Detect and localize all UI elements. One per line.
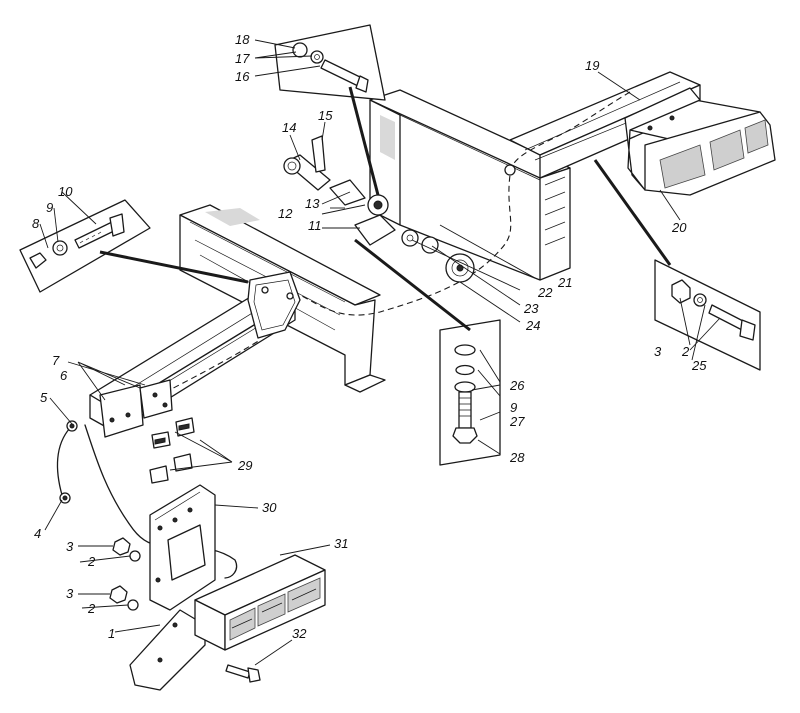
callout-2b: 2 bbox=[87, 554, 96, 569]
callout-17: 17 bbox=[235, 51, 250, 66]
callout-19: 19 bbox=[585, 58, 599, 73]
clips bbox=[149, 417, 195, 484]
callout-3a: 3 bbox=[66, 586, 74, 601]
callout-30: 30 bbox=[262, 500, 277, 515]
callout-22: 22 bbox=[537, 285, 553, 300]
callout-6: 6 bbox=[60, 368, 68, 383]
leader-lines bbox=[39, 39, 721, 666]
mount-brackets bbox=[99, 379, 173, 438]
callout-14: 14 bbox=[282, 120, 296, 135]
callout-10: 10 bbox=[58, 184, 73, 199]
callout-29: 29 bbox=[237, 458, 252, 473]
callout-27: 27 bbox=[509, 414, 525, 429]
callout-16: 16 bbox=[235, 69, 250, 84]
callout-31: 31 bbox=[334, 536, 348, 551]
callout-4: 4 bbox=[34, 526, 41, 541]
lamp-bracket bbox=[149, 484, 216, 611]
callout-11: 11 bbox=[308, 218, 322, 233]
callout-32: 32 bbox=[292, 626, 307, 641]
nuts-washers-left bbox=[109, 537, 141, 611]
crossbeam-box bbox=[369, 89, 571, 281]
inset-bolt-8-10 bbox=[19, 199, 151, 293]
callout-8: 8 bbox=[32, 216, 40, 231]
callout-9b: 9 bbox=[510, 400, 517, 415]
coupling-fittings bbox=[283, 135, 475, 283]
inset-bolt-16-18 bbox=[274, 24, 386, 101]
callout-21: 21 bbox=[557, 275, 572, 290]
callout-24: 24 bbox=[525, 318, 540, 333]
lower-bracket bbox=[129, 609, 206, 691]
callout-3c: 3 bbox=[654, 344, 662, 359]
callout-12: 12 bbox=[278, 206, 293, 221]
ground-strap bbox=[56, 420, 78, 504]
inset-bolt-26-28 bbox=[439, 319, 501, 466]
callout-18: 18 bbox=[235, 32, 250, 47]
bolt-32 bbox=[225, 664, 261, 683]
callout-9a: 9 bbox=[46, 200, 53, 215]
callout-25: 25 bbox=[691, 358, 707, 373]
callout-23: 23 bbox=[523, 301, 539, 316]
callout-20: 20 bbox=[671, 220, 687, 235]
connector-lines bbox=[99, 86, 672, 332]
tail-lamp-left bbox=[194, 554, 326, 651]
tail-lamp-right bbox=[624, 87, 776, 196]
callout-3b: 3 bbox=[66, 539, 74, 554]
callout-7: 7 bbox=[52, 353, 60, 368]
callout-labels: 1 2 2 2 3 3 3 4 5 6 7 8 9 9 10 11 12 13 … bbox=[32, 32, 707, 641]
callout-2c: 2 bbox=[681, 344, 690, 359]
inset-bolt-25 bbox=[654, 259, 761, 371]
callout-1: 1 bbox=[108, 626, 115, 641]
callout-26: 26 bbox=[509, 378, 525, 393]
callout-28: 28 bbox=[509, 450, 525, 465]
callout-13: 13 bbox=[305, 196, 320, 211]
callout-2a: 2 bbox=[87, 601, 96, 616]
callout-5: 5 bbox=[40, 390, 48, 405]
callout-15: 15 bbox=[318, 108, 333, 123]
